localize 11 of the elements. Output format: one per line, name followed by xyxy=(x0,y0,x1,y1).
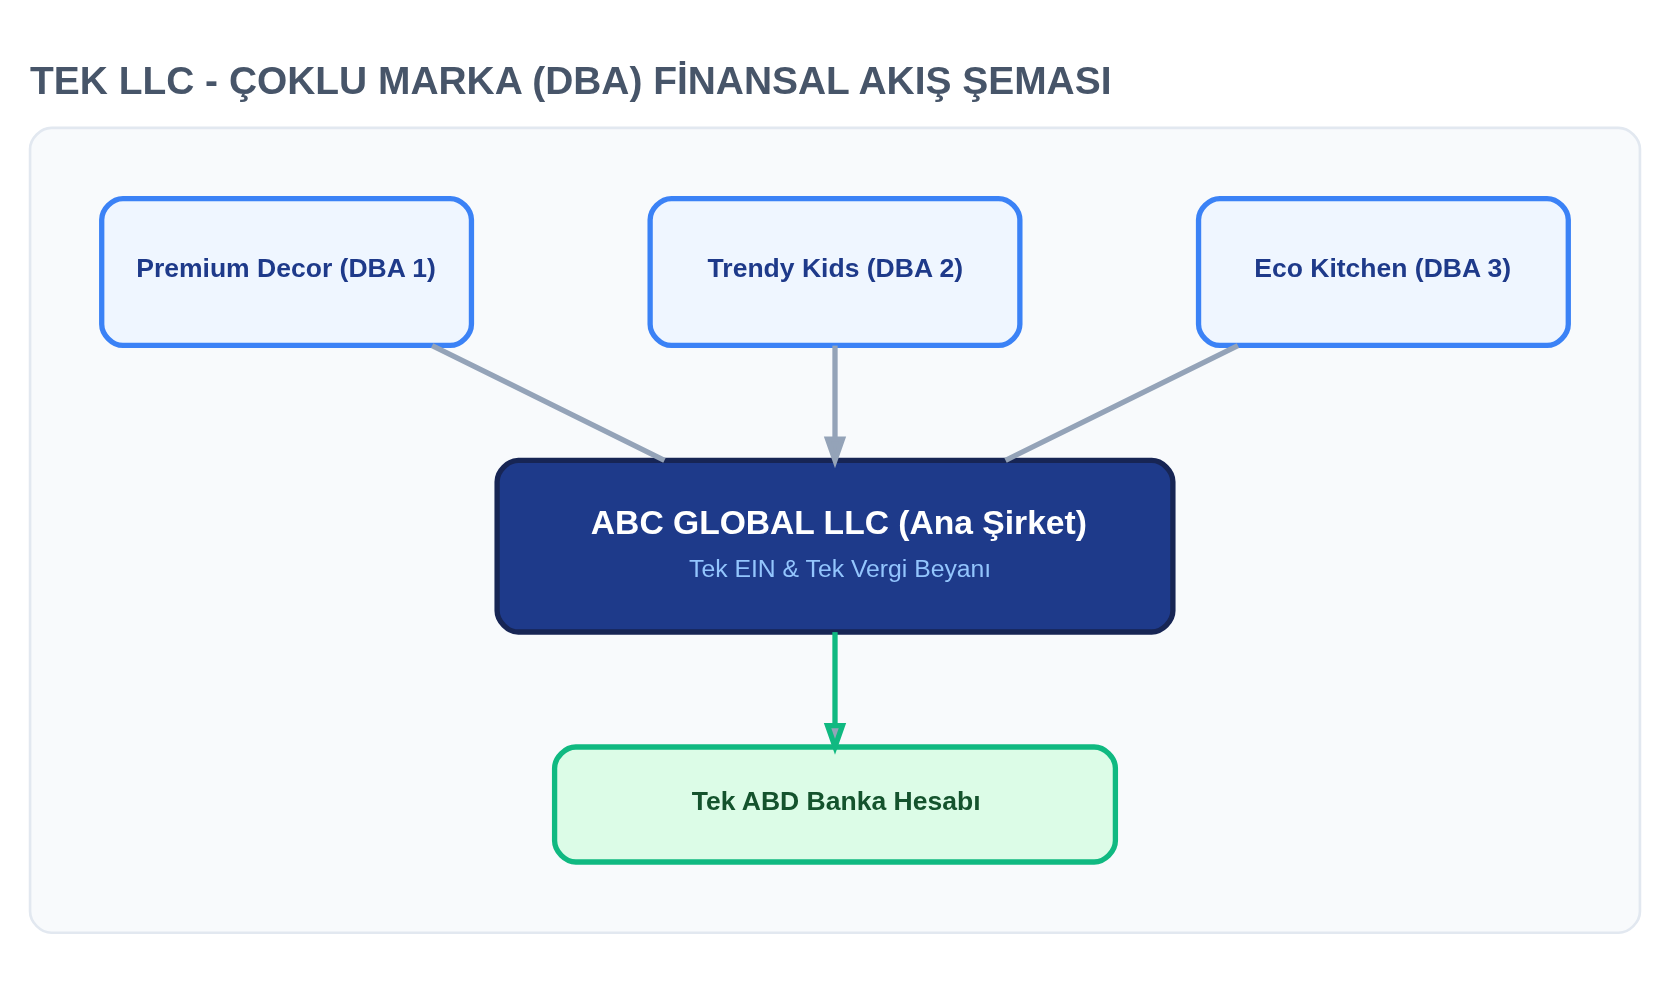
connector xyxy=(430,343,666,463)
node-box: Premium Decor (DBA 1) xyxy=(99,195,475,349)
arrow xyxy=(823,632,847,755)
connector xyxy=(1004,343,1240,463)
cluster xyxy=(28,126,1642,935)
node-box: ABC GLOBAL LLC (Ana Şirket) Tek EIN & Tek Vergi Beyanı xyxy=(494,457,1176,635)
arrow xyxy=(823,345,847,469)
node-box: Trendy Kids (DBA 2) xyxy=(647,195,1023,349)
diagram-title: TEK LLC - ÇOKLU MARKA (DBA) FİNANSAL AKIŞ ŞEMASI xyxy=(30,58,1112,102)
node-box: Eco Kitchen (DBA 3) xyxy=(1195,195,1571,349)
node-box: Tek ABD Banka Hesabı xyxy=(551,744,1119,865)
